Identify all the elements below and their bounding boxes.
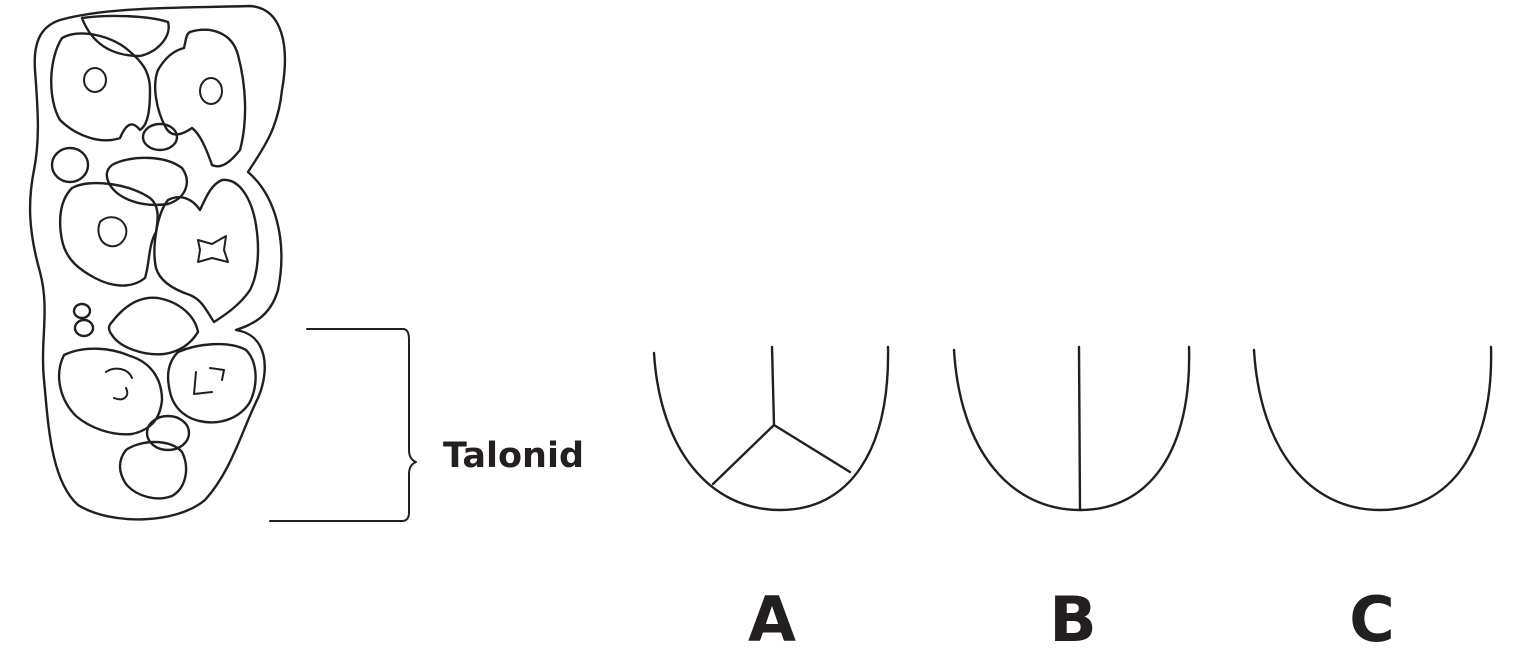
hypoconid xyxy=(57,347,164,436)
mesial-cusp xyxy=(80,14,170,58)
pattern-a-label: A xyxy=(748,583,796,649)
pattern-b-groove-vertical xyxy=(1077,345,1082,512)
accessory-cuspule xyxy=(72,302,92,320)
molar-occlusal-drawing xyxy=(28,4,287,521)
pattern-c-label: C xyxy=(1349,583,1395,649)
central-cuspule xyxy=(107,296,200,356)
cusp-pit xyxy=(193,367,225,395)
pattern-c: C xyxy=(1252,345,1493,649)
bracket-line xyxy=(269,328,417,522)
pattern-b: B xyxy=(952,345,1191,649)
metaconid xyxy=(154,28,247,168)
cusp-pit xyxy=(83,67,107,93)
pattern-a: A xyxy=(652,345,890,649)
pattern-c-outline xyxy=(1252,345,1493,512)
protoconid xyxy=(50,32,152,142)
pattern-a-groove-left xyxy=(711,423,776,486)
pattern-b-label: B xyxy=(1049,583,1096,649)
cusp-pit xyxy=(197,235,229,263)
cusp-pit xyxy=(97,216,128,248)
entoconid xyxy=(166,342,257,424)
talonid-label: Talonid xyxy=(443,436,584,476)
talonid-bracket: Talonid xyxy=(269,328,584,522)
tooth-outline xyxy=(28,4,287,521)
cusp-pit xyxy=(199,77,223,105)
pattern-a-outline xyxy=(652,345,890,512)
accessory-cuspule xyxy=(73,318,95,338)
pattern-a-groove-right xyxy=(772,423,852,474)
hypoconulid xyxy=(118,440,188,500)
hypoconid-mesial xyxy=(58,181,159,287)
pattern-a-groove-vertical xyxy=(770,345,776,427)
accessory-cuspule xyxy=(141,122,179,152)
cusp-pit xyxy=(105,367,133,401)
central-cuspule xyxy=(105,156,188,207)
hypoconulid-accessory xyxy=(145,414,191,452)
entoconid-mesial xyxy=(153,178,260,324)
pattern-b-outline xyxy=(952,345,1191,512)
accessory-cuspule xyxy=(50,146,90,184)
